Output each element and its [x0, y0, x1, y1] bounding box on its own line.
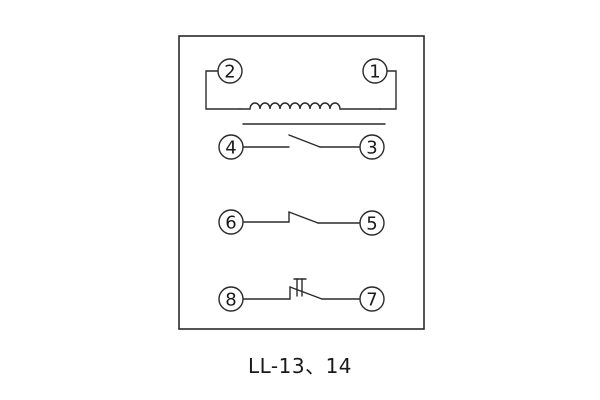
terminal-7-label: 7	[366, 290, 377, 311]
terminal-6-label: 6	[225, 213, 236, 234]
coil-winding	[239, 102, 381, 110]
coil-lead-1	[379, 70, 397, 110]
contact-8-7	[243, 278, 360, 300]
terminal-8: 8	[218, 286, 244, 312]
terminal-3-label: 3	[366, 138, 377, 159]
contact-8-7-left-wire	[243, 286, 291, 300]
terminal-2: 2	[217, 58, 243, 84]
terminal-1-label: 1	[369, 62, 380, 83]
contact-6-5-blade	[288, 211, 319, 224]
terminal-4: 4	[218, 134, 244, 160]
terminal-5: 5	[359, 210, 385, 236]
coil-assembly	[205, 70, 397, 125]
terminal-8-label: 8	[225, 290, 236, 311]
terminal-7: 7	[359, 286, 385, 312]
contact-4-3	[243, 134, 360, 148]
terminal-2-label: 2	[224, 62, 235, 83]
terminal-6: 6	[218, 209, 244, 235]
contact-6-5	[243, 211, 360, 224]
contact-8-7-blade	[289, 286, 323, 300]
coil-lead-2	[205, 70, 241, 110]
relay-wiring-diagram: 2 1 4 3 6 5 8 7	[178, 35, 425, 330]
terminal-1: 1	[362, 58, 388, 84]
terminal-4-label: 4	[225, 138, 236, 159]
diagram-caption: LL-13、14	[247, 354, 353, 378]
contact-6-5-left-wire	[243, 211, 290, 223]
terminal-3: 3	[359, 134, 385, 160]
relay-enclosure	[178, 35, 425, 330]
terminal-5-label: 5	[366, 214, 377, 235]
contact-4-3-blade	[288, 134, 321, 148]
